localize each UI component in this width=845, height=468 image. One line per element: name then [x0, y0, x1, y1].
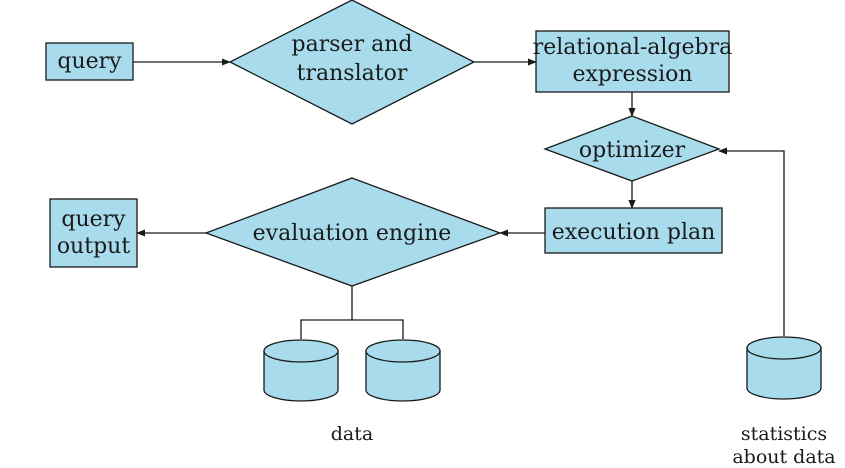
parser-diamond [228, 0, 476, 125]
evaluation-engine-node: evaluation engine [204, 177, 502, 287]
query-output-label-line-1: query [61, 207, 126, 232]
edge-statistics-to-optimizer [718, 147, 785, 336]
query-output-label-line-2: output [57, 234, 131, 259]
evaluation-engine-diamond [204, 177, 502, 287]
query-node: query [45, 42, 134, 81]
relational-algebra-label-line-1: relational-algebra [533, 35, 733, 60]
edges [133, 58, 785, 339]
data-cylinder-left-top [263, 339, 339, 363]
optimizer-diamond [543, 115, 721, 182]
query-label: query [57, 49, 122, 74]
data-cylinder-right [365, 339, 441, 402]
parser-label-line-2: translator [297, 61, 408, 86]
statistics-cylinder-body [746, 347, 822, 400]
parser-node: parser and translator [228, 0, 476, 125]
query-box [45, 42, 134, 81]
statistics-cylinder-top [746, 336, 822, 360]
parser-label-line-1: parser and [292, 32, 413, 57]
query-output-box [49, 198, 138, 268]
data-node: data [263, 339, 441, 445]
statistics-cylinder [746, 336, 822, 400]
execution-plan-label: execution plan [552, 220, 716, 245]
edge-data-branch [300, 319, 404, 339]
statistics-label-line-2: about data [732, 446, 835, 468]
data-cylinder-left [263, 339, 339, 402]
execution-plan-node: execution plan [544, 207, 723, 254]
optimizer-label: optimizer [579, 138, 686, 163]
relational-algebra-label-line-2: expression [572, 62, 692, 87]
data-cylinder-right-top [365, 339, 441, 363]
relational-algebra-node: relational-algebra expression [533, 30, 733, 93]
data-cylinder-right-body [365, 350, 441, 402]
data-cylinder-left-body [263, 350, 339, 402]
evaluation-engine-label: evaluation engine [253, 221, 452, 246]
optimizer-node: optimizer [543, 115, 721, 182]
relational-algebra-box [535, 30, 730, 93]
query-output-node: query output [49, 198, 138, 268]
data-label: data [331, 423, 373, 445]
statistics-label-line-1: statistics [741, 423, 827, 445]
statistics-node: statistics about data [732, 336, 836, 468]
execution-plan-box [544, 207, 723, 254]
